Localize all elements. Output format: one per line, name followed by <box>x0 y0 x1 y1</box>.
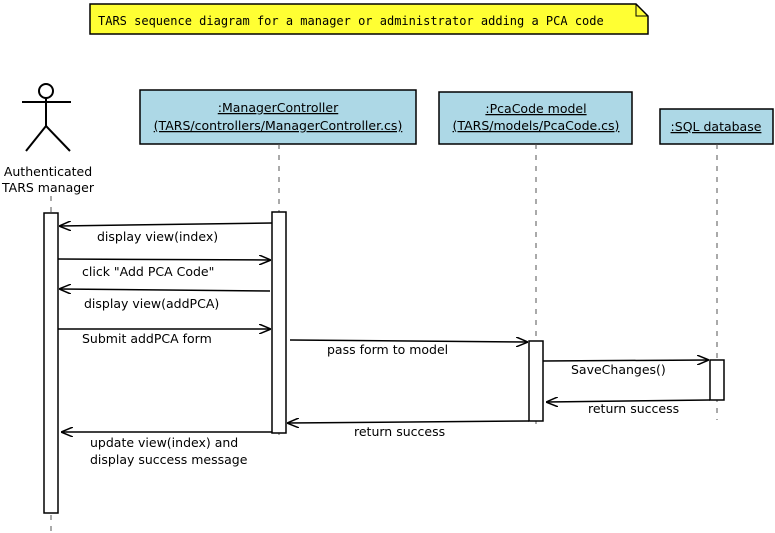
message-arrow-8 <box>288 421 530 423</box>
message-label-9a: update view(index) and <box>90 435 238 450</box>
message-label-8: return success <box>354 424 445 439</box>
message-label-1: display view(index) <box>97 229 218 244</box>
activation-model <box>528 340 544 422</box>
actor-label-line2: TARS manager <box>1 180 95 195</box>
note-text: TARS sequence diagram for a manager or a… <box>98 14 604 28</box>
activation-db <box>709 359 725 401</box>
message-arrow-1 <box>60 223 273 226</box>
message-labels: display view(index) click "Add PCA Code"… <box>82 229 679 467</box>
actor-label-line1: Authenticated <box>4 164 92 179</box>
title-note: TARS sequence diagram for a manager or a… <box>89 3 649 35</box>
message-arrow-5 <box>289 340 527 342</box>
message-label-4: Submit addPCA form <box>82 331 212 346</box>
participant-db-name: :SQL database <box>671 119 762 134</box>
message-label-5: pass form to model <box>327 342 448 357</box>
message-label-6: SaveChanges() <box>571 362 666 377</box>
actor-manager: Authenticated TARS manager <box>1 83 95 195</box>
activation-controller <box>271 211 287 434</box>
participant-sql-database: :SQL database <box>659 108 774 145</box>
participant-model-name: :PcaCode model <box>485 101 586 116</box>
message-label-2: click "Add PCA Code" <box>82 264 214 279</box>
participant-pcacode-model: :PcaCode model (TARS/models/PcaCode.cs) <box>438 91 633 145</box>
message-label-3: display view(addPCA) <box>84 296 219 311</box>
message-label-9b: display success message <box>90 452 248 467</box>
participant-controller-path: (TARS/controllers/ManagerController.cs) <box>154 118 403 133</box>
messages <box>57 223 711 432</box>
message-arrow-6 <box>542 360 708 361</box>
participant-manager-controller: :ManagerController (TARS/controllers/Man… <box>139 89 417 145</box>
message-arrow-7 <box>547 400 711 402</box>
message-label-7: return success <box>588 401 679 416</box>
participant-controller-name: :ManagerController <box>218 100 339 115</box>
activation-actor <box>43 212 59 514</box>
message-arrow-3 <box>60 289 271 291</box>
activation-bars <box>43 211 725 514</box>
actor-stick-figure-icon <box>22 83 71 152</box>
participant-model-path: (TARS/models/PcaCode.cs) <box>453 118 620 133</box>
message-arrow-2 <box>57 259 270 260</box>
